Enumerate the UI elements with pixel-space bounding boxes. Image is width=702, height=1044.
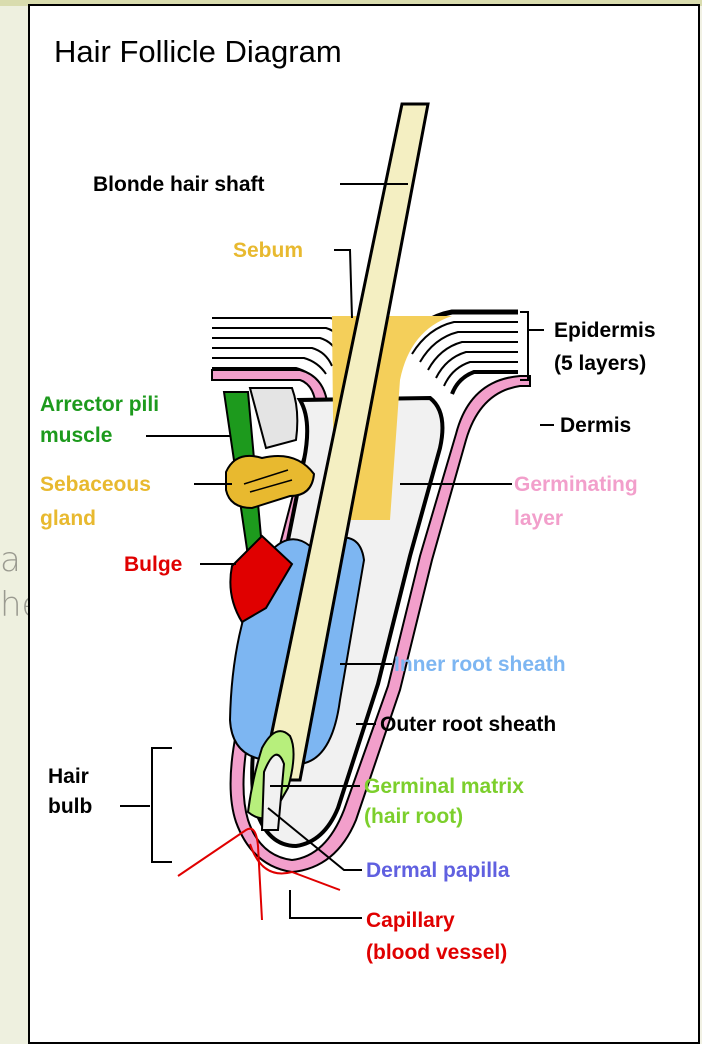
label-germinating-1: Germinating: [514, 470, 638, 499]
label-bulge: Bulge: [124, 550, 182, 579]
label-hair-bulb-2: bulb: [48, 792, 92, 821]
diagram-title: Hair Follicle Diagram: [54, 34, 342, 70]
label-capillary-1: Capillary: [366, 906, 455, 935]
grey-region: [250, 388, 297, 448]
label-hair-bulb-1: Hair: [48, 762, 89, 791]
label-blonde-hair-shaft: Blonde hair shaft: [93, 170, 265, 199]
label-capillary-2: (blood vessel): [366, 938, 507, 967]
label-arrector-pili-1: Arrector pili: [40, 390, 159, 419]
label-arrector-pili-2: muscle: [40, 421, 112, 450]
label-epidermis-2: (5 layers): [554, 349, 646, 378]
leader-sebum: [334, 250, 352, 318]
label-sebaceous-2: gland: [40, 504, 96, 533]
label-outer-root-sheath: Outer root sheath: [380, 710, 556, 739]
label-germinating-2: layer: [514, 504, 563, 533]
label-epidermis-1: Epidermis: [554, 316, 656, 345]
label-inner-root-sheath: Inner root sheath: [394, 650, 566, 679]
label-dermis: Dermis: [560, 411, 631, 440]
label-germinal-matrix-1: Germinal matrix: [364, 772, 524, 801]
leader-capillary: [290, 890, 362, 918]
label-sebum: Sebum: [233, 236, 303, 265]
leader-epidermis-bracket: [520, 312, 544, 380]
label-germinal-matrix-2: (hair root): [364, 802, 463, 831]
label-sebaceous-1: Sebaceous: [40, 470, 151, 499]
label-dermal-papilla: Dermal papilla: [366, 856, 510, 885]
leader-hair-bulb: [120, 748, 172, 862]
